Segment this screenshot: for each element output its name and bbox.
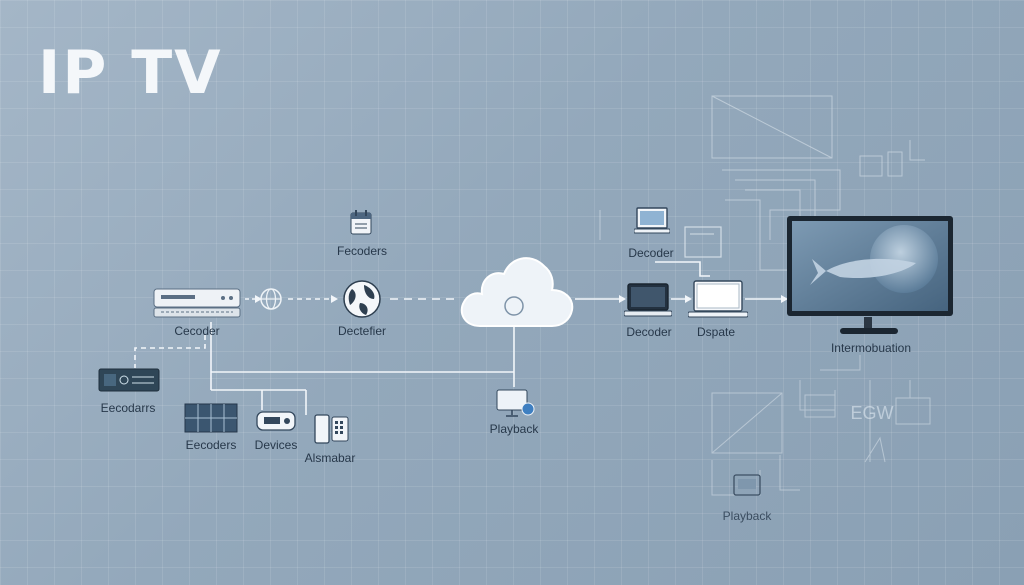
laptop-white-icon bbox=[687, 280, 749, 325]
grid-panel-icon bbox=[184, 403, 238, 438]
encoder-label: Cecoder bbox=[174, 324, 220, 338]
intermobuation-label: Intermobuation bbox=[830, 341, 912, 355]
calendar-icon bbox=[349, 208, 373, 241]
laptop-small-icon bbox=[633, 207, 671, 240]
alsmabar-label: Alsmabar bbox=[304, 451, 356, 465]
phone-icon bbox=[314, 414, 352, 451]
dspate-label: Dspate bbox=[696, 325, 736, 339]
encoders-bottom-label: Eecoders bbox=[185, 438, 237, 452]
globe-icon bbox=[342, 279, 382, 324]
playback-center-label: Playback bbox=[489, 422, 539, 436]
laptop-icon bbox=[623, 283, 673, 324]
playback-bottom-label: Playback bbox=[722, 509, 772, 523]
encoders-left-label: Eecodarrs bbox=[100, 401, 156, 415]
globe-small-icon bbox=[259, 287, 283, 316]
decoder-mid-label: Decoder bbox=[626, 325, 672, 339]
connection-lines bbox=[134, 261, 782, 415]
monitor-icon bbox=[496, 389, 538, 424]
arrowheads bbox=[255, 295, 788, 303]
encoders-top-label: Fecoders bbox=[336, 244, 388, 258]
cloud-icon bbox=[456, 240, 578, 337]
device-box-small-icon bbox=[733, 474, 763, 503]
device-box-icon bbox=[98, 368, 160, 397]
media-device-icon bbox=[256, 410, 296, 439]
router-icon bbox=[153, 288, 241, 325]
detector-label: Dectefier bbox=[337, 324, 387, 338]
devices-label: Devices bbox=[254, 438, 298, 452]
egw-label: EGW bbox=[850, 403, 894, 423]
page-title: IP TV bbox=[38, 38, 223, 108]
tv-icon bbox=[786, 215, 954, 344]
decoder-top-label: Decoder bbox=[628, 246, 674, 260]
schematic-sketch-top bbox=[599, 95, 925, 271]
server-icon bbox=[684, 226, 724, 267]
